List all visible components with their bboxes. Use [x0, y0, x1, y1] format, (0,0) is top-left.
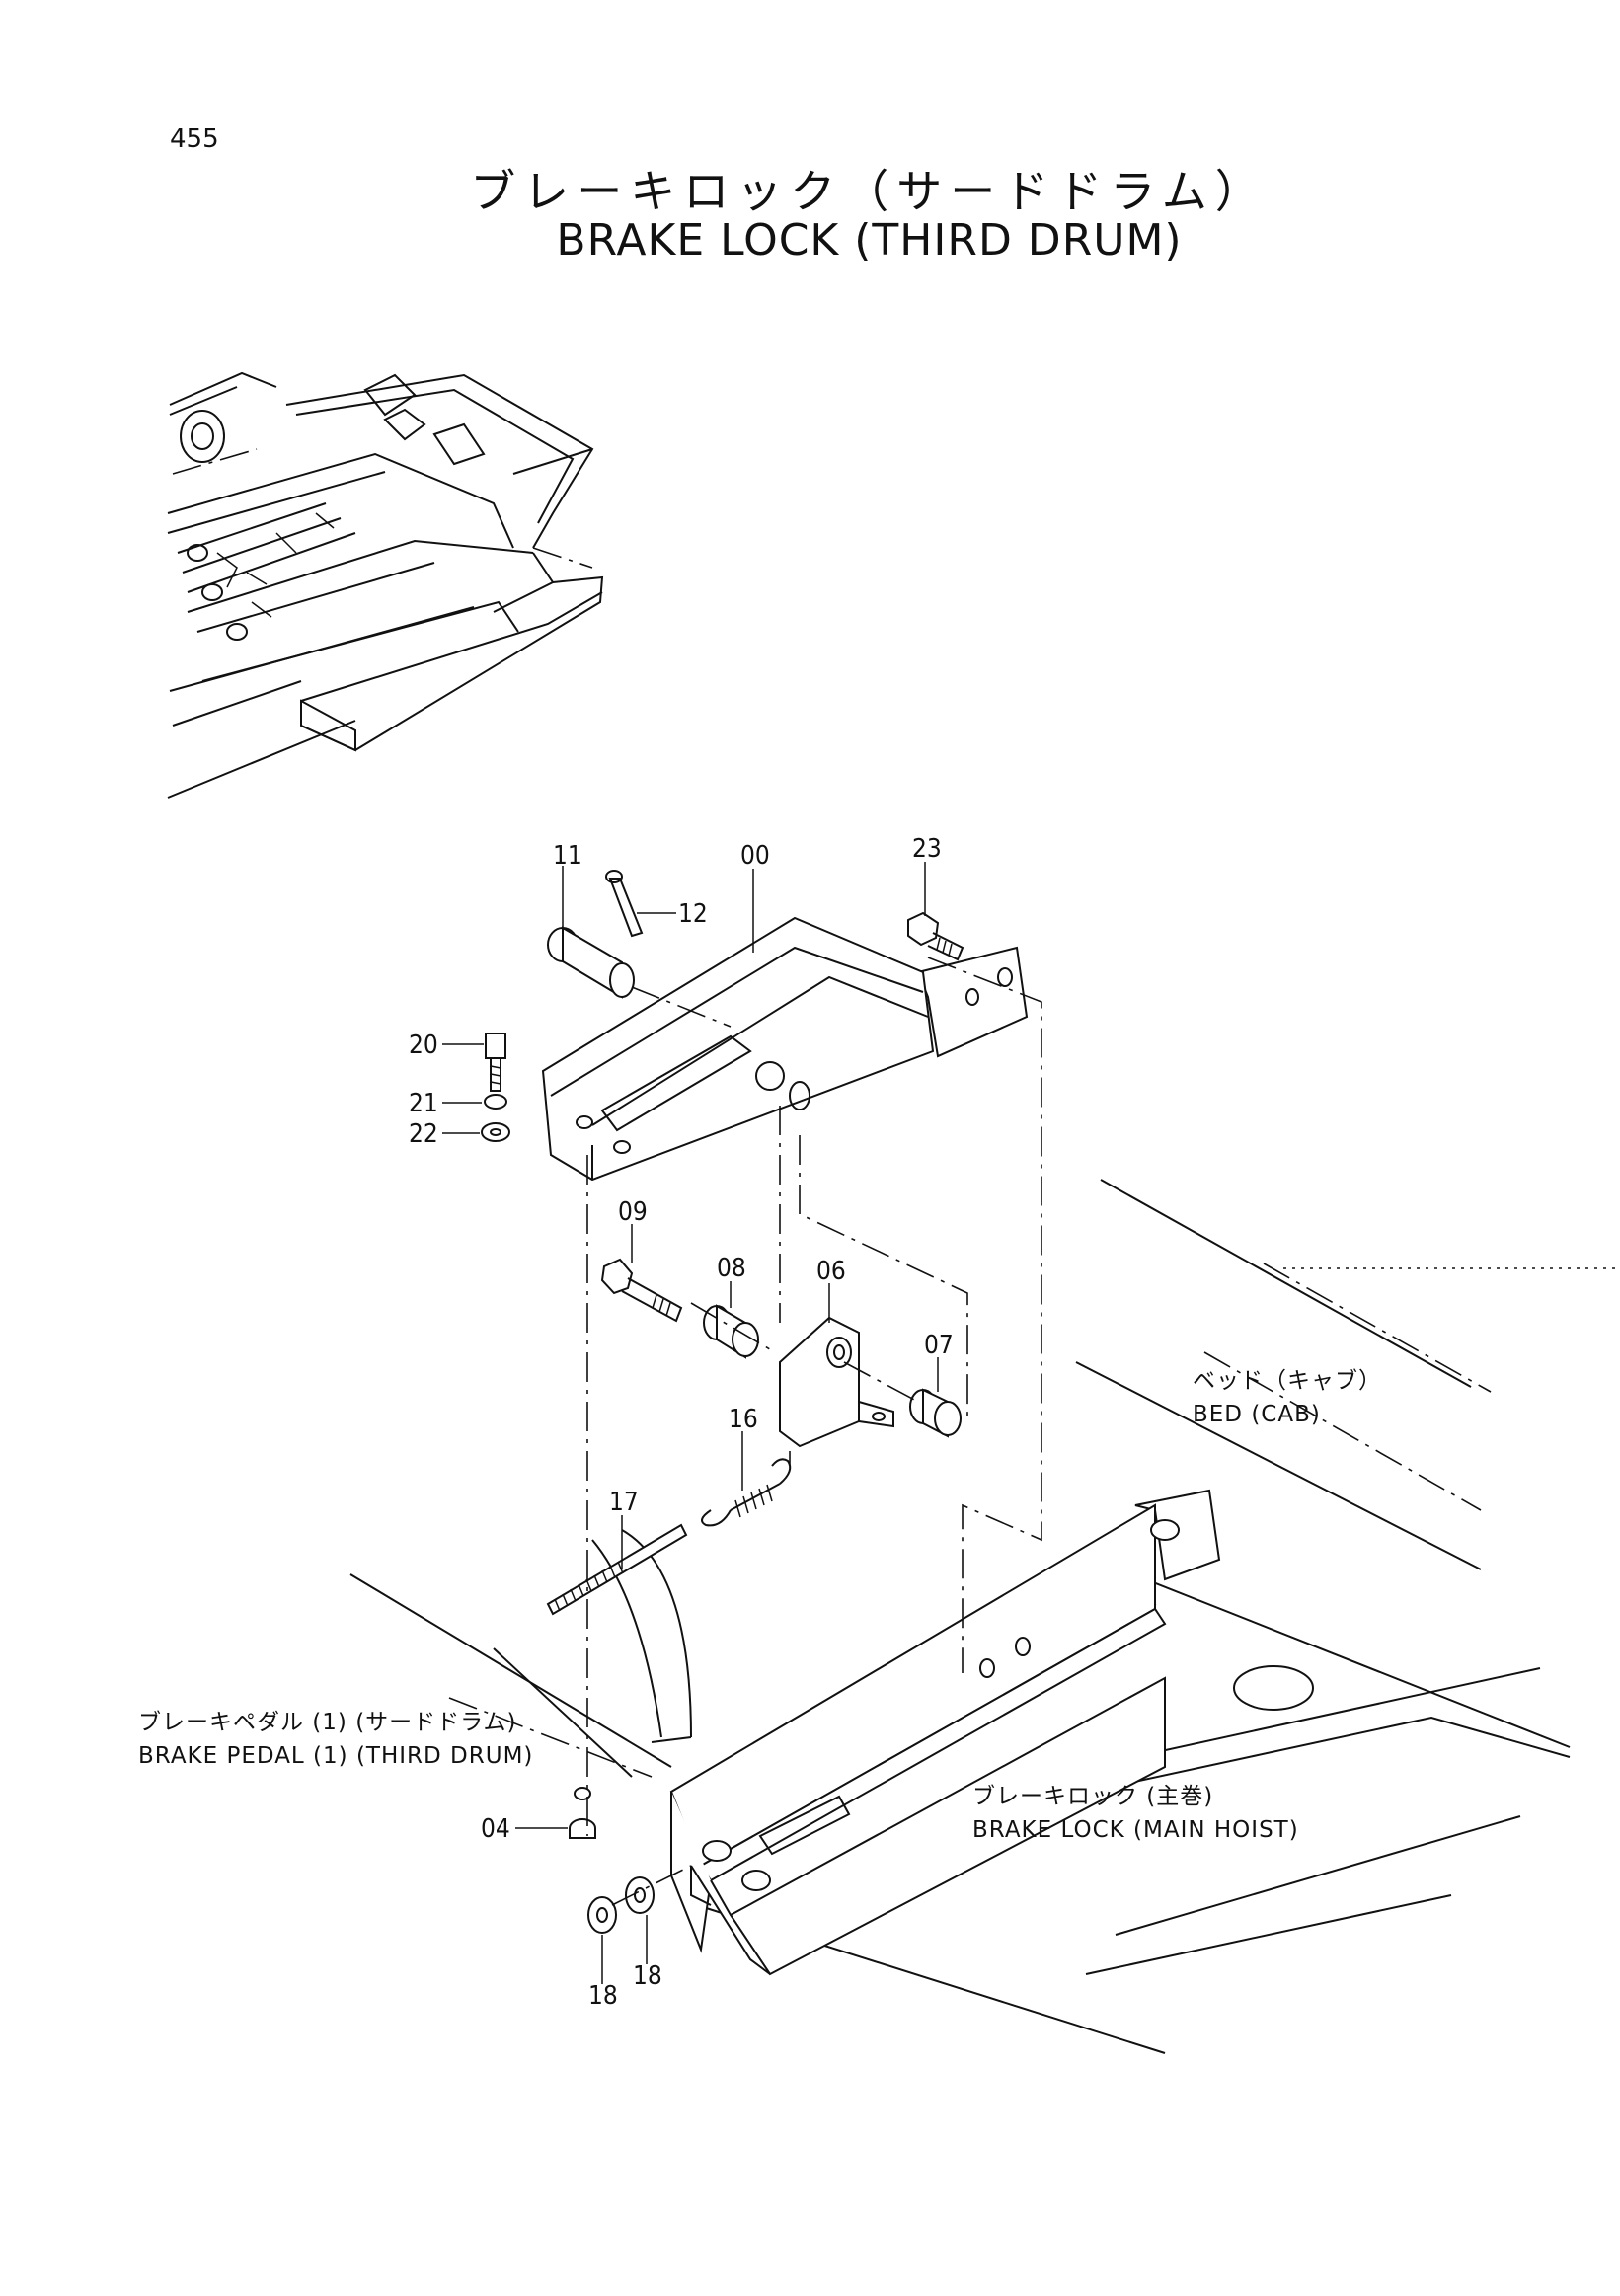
label-part-18-a: 18 — [588, 1981, 618, 2011]
label-part-18-b: 18 — [633, 1961, 662, 1991]
bolt-part-23 — [907, 911, 964, 961]
bed-cab-outline — [349, 1179, 1620, 2054]
note-bed-cab-japanese: ベッド（キャブ） — [1193, 1368, 1382, 1394]
nut-part-04 — [569, 1787, 596, 1839]
brake-pedal-stem — [493, 1529, 692, 1778]
pin-part-11 — [547, 926, 635, 999]
label-part-21: 21 — [409, 1089, 438, 1118]
bolt-part-20 — [485, 1033, 506, 1092]
note-main-hoist-japanese: ブレーキロック (主巻) — [972, 1784, 1213, 1809]
label-part-11: 11 — [553, 841, 582, 871]
machine-overview-illustration — [167, 371, 604, 799]
note-bed-cab: BED (CAB) — [1193, 1402, 1321, 1427]
label-part-06: 06 — [816, 1257, 846, 1286]
note-brake-pedal-japanese: ブレーキペダル (1) (サードドラム) — [138, 1710, 516, 1735]
washer-part-22 — [481, 1122, 510, 1142]
page-title: BRAKE LOCK (THIRD DRUM) — [556, 215, 1183, 266]
nut-part-18-b — [625, 1876, 655, 1914]
note-brake-pedal: BRAKE PEDAL (1) (THIRD DRUM) — [138, 1743, 533, 1769]
collar-part-08 — [703, 1304, 759, 1359]
assembly-center-lines — [448, 957, 1042, 1906]
label-part-09: 09 — [618, 1197, 648, 1227]
bracket-part-00 — [541, 916, 1029, 1182]
spring-washer-part-21 — [484, 1094, 507, 1110]
main-hoist-brake-lock-bracket — [669, 1489, 1221, 1976]
bolt-part-09 — [600, 1258, 683, 1323]
label-part-16: 16 — [729, 1405, 758, 1434]
label-part-00: 00 — [740, 841, 770, 871]
cotter-pin-part-12 — [605, 870, 644, 938]
label-part-17: 17 — [609, 1488, 639, 1517]
page-number: 455 — [170, 124, 219, 154]
note-main-hoist: BRAKE LOCK (MAIN HOIST) — [972, 1817, 1299, 1843]
label-part-04: 04 — [481, 1814, 510, 1844]
spring-part-16 — [701, 1458, 792, 1527]
rod-part-17 — [546, 1523, 688, 1616]
page-title-japanese: ブレーキロック（サードドラム） — [470, 165, 1269, 218]
label-part-23: 23 — [912, 834, 942, 864]
leader-lines — [442, 862, 939, 1984]
collar-part-07 — [909, 1388, 962, 1438]
label-part-22: 22 — [409, 1119, 438, 1149]
label-part-20: 20 — [409, 1031, 438, 1060]
label-part-12: 12 — [678, 899, 708, 929]
label-part-07: 07 — [924, 1331, 954, 1360]
nut-part-18-a — [587, 1896, 617, 1934]
label-part-08: 08 — [717, 1254, 746, 1283]
bracket-part-06 — [779, 1316, 894, 1448]
